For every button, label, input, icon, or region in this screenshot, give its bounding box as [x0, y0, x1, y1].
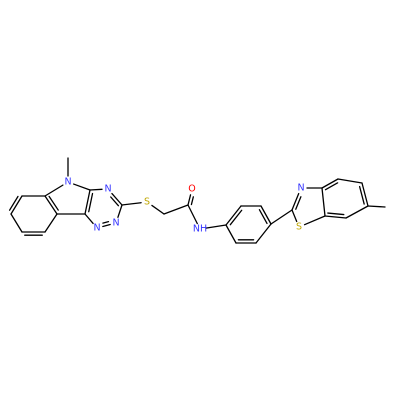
- double-bond-inner: [88, 192, 94, 213]
- atom-label-layer: N N N N S O NH N S: [64, 177, 304, 235]
- atom-label-n-triazine-b: N: [112, 218, 119, 229]
- double-bond-inner: [295, 196, 302, 210]
- single-bond: [291, 209, 298, 223]
- double-bond: [102, 223, 111, 228]
- double-bond-inner: [190, 196, 194, 206]
- single-bond: [270, 209, 293, 225]
- double-bond: [321, 178, 339, 189]
- double-bond: [84, 189, 91, 215]
- double-bond: [291, 192, 300, 211]
- single-bond: [187, 204, 198, 225]
- atom-label-o-carbonyl: O: [188, 184, 195, 195]
- double-bond: [111, 192, 123, 206]
- atom-label-n-triazine-a: N: [104, 184, 111, 195]
- double-bond-inner: [102, 221, 110, 224]
- single-bond: [84, 213, 94, 225]
- single-bond: [225, 224, 237, 244]
- single-bond: [163, 204, 189, 215]
- atom-label-n-amide: NH: [193, 224, 207, 235]
- double-bond-inner: [358, 185, 365, 205]
- single-bond: [345, 205, 369, 219]
- double-bond-inner: [110, 196, 120, 207]
- atom-label-n-triazine-c: N: [93, 223, 100, 234]
- double-bond-inner: [258, 209, 268, 225]
- single-bond: [337, 178, 363, 184]
- double-bond-inner: [8, 195, 19, 211]
- atom-label-n-thiazole: N: [297, 183, 304, 194]
- single-bond: [255, 223, 272, 244]
- double-bond-inner: [324, 182, 339, 191]
- atom-label-s-thioether: S: [144, 197, 150, 208]
- single-bond: [367, 205, 386, 208]
- double-bond: [10, 195, 23, 215]
- double-bond-inner: [327, 212, 345, 216]
- single-bond: [303, 215, 326, 226]
- double-bond: [225, 205, 242, 226]
- atom-label-n-indole: N: [64, 177, 71, 188]
- double-bond: [361, 182, 369, 207]
- double-bond: [260, 205, 272, 225]
- single-bond: [44, 213, 58, 233]
- double-bond: [44, 195, 58, 215]
- double-bond-inner: [48, 195, 59, 211]
- single-bond: [10, 213, 23, 233]
- bond-layer: [8, 157, 386, 244]
- double-bond: [324, 215, 347, 219]
- single-bond: [151, 204, 165, 215]
- single-bond: [321, 187, 326, 217]
- double-bond: [187, 194, 192, 206]
- single-bond: [205, 224, 227, 229]
- single-bond: [44, 184, 64, 197]
- single-bond: [89, 188, 103, 191]
- single-bond: [117, 204, 123, 218]
- double-bond-inner: [229, 209, 243, 226]
- single-bond: [121, 202, 142, 206]
- single-bond: [72, 183, 91, 191]
- atom-label-s-thiazole: S: [296, 222, 302, 233]
